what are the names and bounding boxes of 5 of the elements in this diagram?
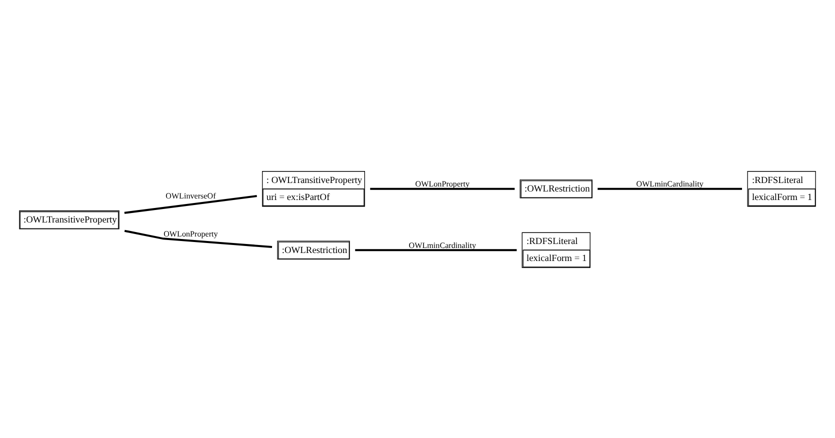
connector <box>124 194 257 214</box>
connector <box>370 187 515 190</box>
connector <box>598 187 742 190</box>
connector <box>124 229 272 248</box>
connector <box>355 248 517 251</box>
